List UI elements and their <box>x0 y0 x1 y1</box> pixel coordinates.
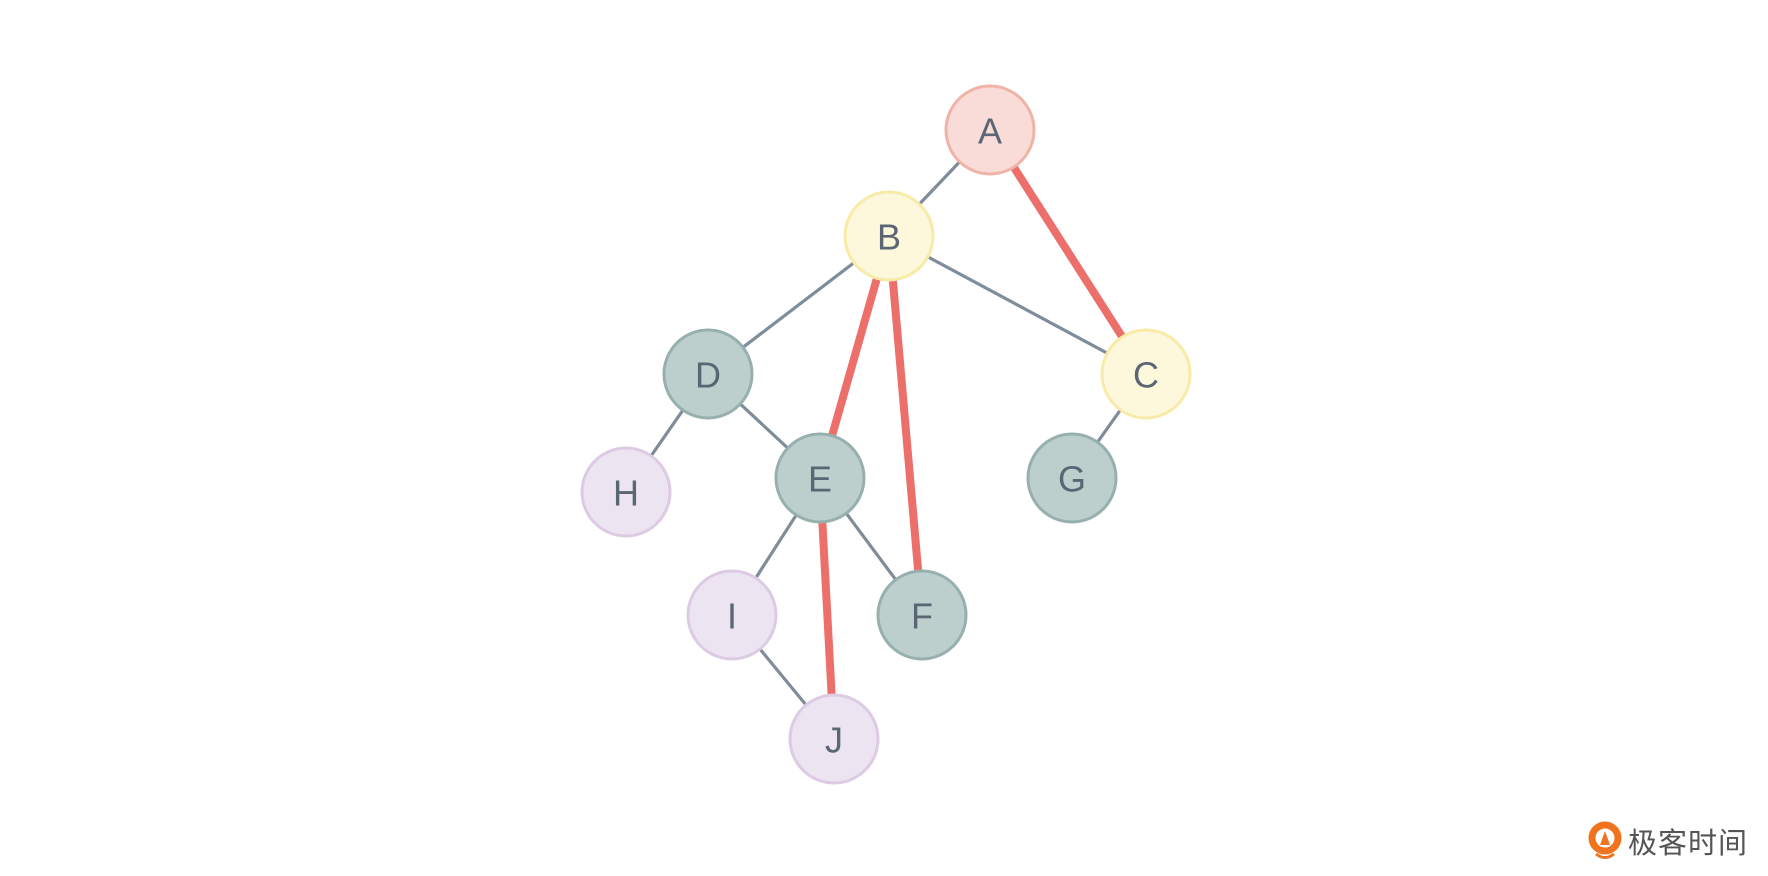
geektime-logo-icon <box>1588 821 1622 859</box>
node-circle <box>774 432 866 524</box>
node-circle <box>843 190 935 282</box>
node-label: F <box>911 596 933 637</box>
node-label: D <box>695 355 721 396</box>
node-circle <box>788 693 880 785</box>
node-J: J <box>788 693 880 785</box>
node-circle <box>876 569 968 661</box>
edge-B-C <box>888 234 1147 376</box>
nodes-layer: A B C D E F G H I J <box>580 84 1192 785</box>
node-label: J <box>825 720 843 761</box>
watermark-text: 极客时间 <box>1628 826 1749 860</box>
node-F: F <box>876 569 968 661</box>
node-label: G <box>1058 459 1086 500</box>
node-E: E <box>774 432 866 524</box>
node-I: I <box>686 569 778 661</box>
node-C: C <box>1100 328 1192 420</box>
watermark-logo: 极客时间 <box>1588 820 1748 862</box>
edge-B-F-highlighted <box>885 235 926 616</box>
edge-A-C-highlighted <box>986 127 1150 377</box>
node-label: C <box>1133 355 1159 396</box>
node-label: B <box>877 217 901 258</box>
node-B: B <box>843 190 935 282</box>
node-D: D <box>662 328 754 420</box>
node-label: E <box>808 459 832 500</box>
node-circle <box>580 446 672 538</box>
node-circle <box>944 84 1036 176</box>
node-circle <box>1026 432 1118 524</box>
node-circle <box>662 328 754 420</box>
node-G: G <box>1026 432 1118 524</box>
node-H: H <box>580 446 672 538</box>
node-label: A <box>978 111 1002 152</box>
node-label: H <box>613 473 639 514</box>
node-circle <box>686 569 778 661</box>
node-A: A <box>944 84 1036 176</box>
node-label: I <box>727 596 737 637</box>
node-circle <box>1100 328 1192 420</box>
